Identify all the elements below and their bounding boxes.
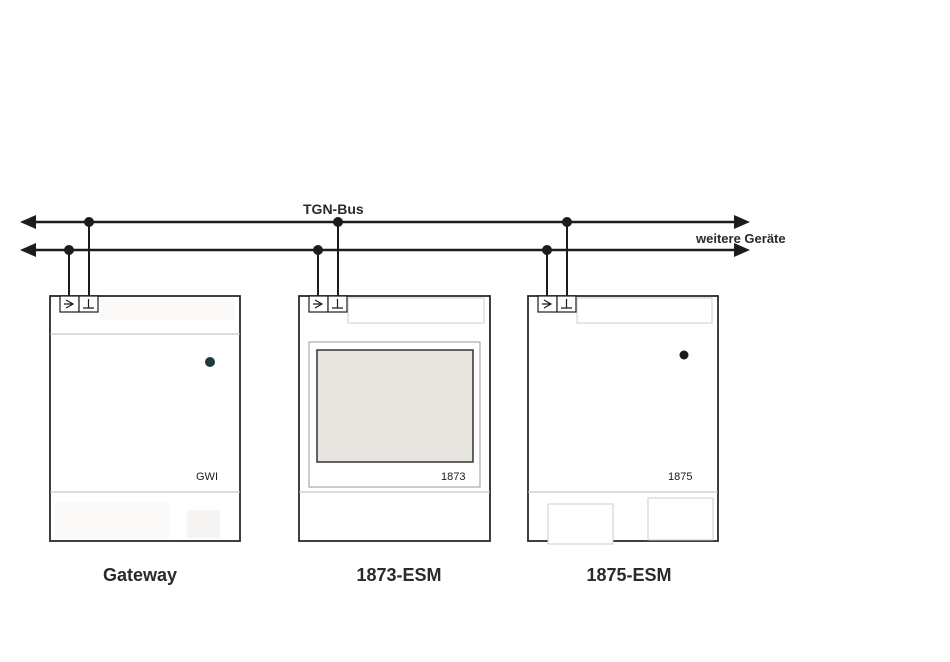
ground-terminal-icon xyxy=(79,296,98,312)
more-devices-label: weitere Geräte xyxy=(695,231,786,246)
device-caption-gateway: Gateway xyxy=(103,565,177,585)
device-1875-esm: 1875 xyxy=(528,217,718,544)
bus-junction-dot xyxy=(313,245,323,255)
bus-signal-terminal-icon xyxy=(538,296,557,312)
connector-panel xyxy=(55,502,169,538)
bus-title: TGN-Bus xyxy=(303,201,364,217)
status-led xyxy=(205,357,215,367)
bus-line-lower xyxy=(20,243,750,257)
device-caption-1875-esm: 1875-ESM xyxy=(586,565,671,585)
ground-terminal-icon xyxy=(328,296,347,312)
device-model-label: 1875 xyxy=(668,471,692,483)
bus-signal-terminal-icon xyxy=(60,296,79,312)
ground-terminal-icon xyxy=(557,296,576,312)
bus-line-upper xyxy=(20,215,750,229)
bus-junction-dot xyxy=(84,217,94,227)
connector-port xyxy=(187,510,220,538)
bus-signal-terminal-icon xyxy=(309,296,328,312)
bus-junction-dot xyxy=(333,217,343,227)
label-field xyxy=(348,298,484,323)
display-screen xyxy=(317,350,473,462)
bus-junction-dot xyxy=(542,245,552,255)
device-model-label: GWI xyxy=(196,471,218,483)
connector-port xyxy=(548,504,613,544)
device-gateway: GWI xyxy=(50,217,240,541)
bus-junction-dot xyxy=(562,217,572,227)
device-1873-esm: 1873 xyxy=(299,217,490,541)
bus-junction-dot xyxy=(64,245,74,255)
label-field xyxy=(577,298,712,323)
device-model-label: 1873 xyxy=(441,471,465,483)
device-caption-1873-esm: 1873-ESM xyxy=(356,565,441,585)
status-led xyxy=(680,351,689,360)
connector-port xyxy=(648,498,713,540)
label-field xyxy=(100,298,234,320)
